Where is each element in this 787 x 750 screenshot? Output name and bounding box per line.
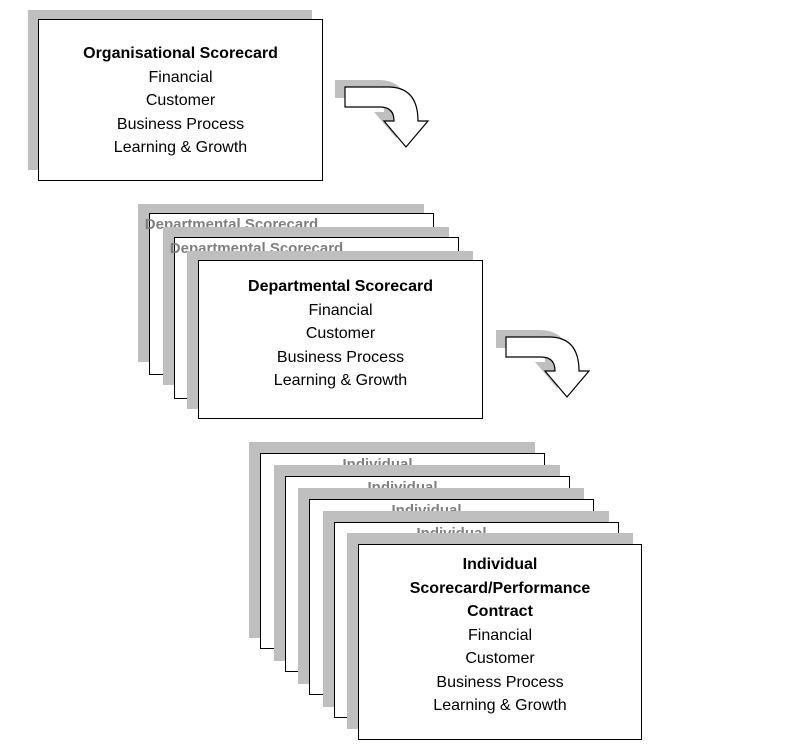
individual-scorecard-card: Individual Scorecard/Performance Contrac… [358,544,642,740]
perspective-learning-growth: Learning & Growth [273,372,408,389]
card-title-peek: Departmental Scorecard [144,217,319,229]
card-title-line: Contract [467,603,533,620]
card-title-line: Scorecard/Performance [409,579,591,597]
perspective-business-process: Business Process [436,673,564,691]
card-content: Individual Scorecard/Performance Contrac… [359,553,641,718]
card-title: Organisational Scorecard [83,45,278,62]
perspective-learning-growth: Learning & Growth [113,139,248,156]
curved-arrow-down-right-icon [496,330,591,398]
perspective-financial: Financial [148,68,213,86]
card-content: Departmental Scorecard Financial Custome… [199,275,482,393]
perspective-financial: Financial [308,301,373,319]
perspective-business-process: Business Process [276,348,405,366]
card-content: Organisational Scorecard Financial Custo… [39,42,322,160]
card-title: Departmental Scorecard [248,278,433,295]
perspective-learning-growth: Learning & Growth [433,697,567,714]
perspective-financial: Financial [467,626,533,644]
card-title-line: Individual [462,556,538,573]
perspective-business-process: Business Process [116,115,245,133]
organisational-scorecard-card: Organisational Scorecard Financial Custo… [38,19,323,181]
perspective-customer: Customer [305,325,376,342]
perspective-customer: Customer [145,92,216,109]
perspective-customer: Customer [465,650,535,667]
card-title-peek: Departmental Scorecard [169,241,344,253]
departmental-scorecard-card: Departmental Scorecard Financial Custome… [198,260,483,419]
curved-arrow-down-right-icon [335,80,430,148]
